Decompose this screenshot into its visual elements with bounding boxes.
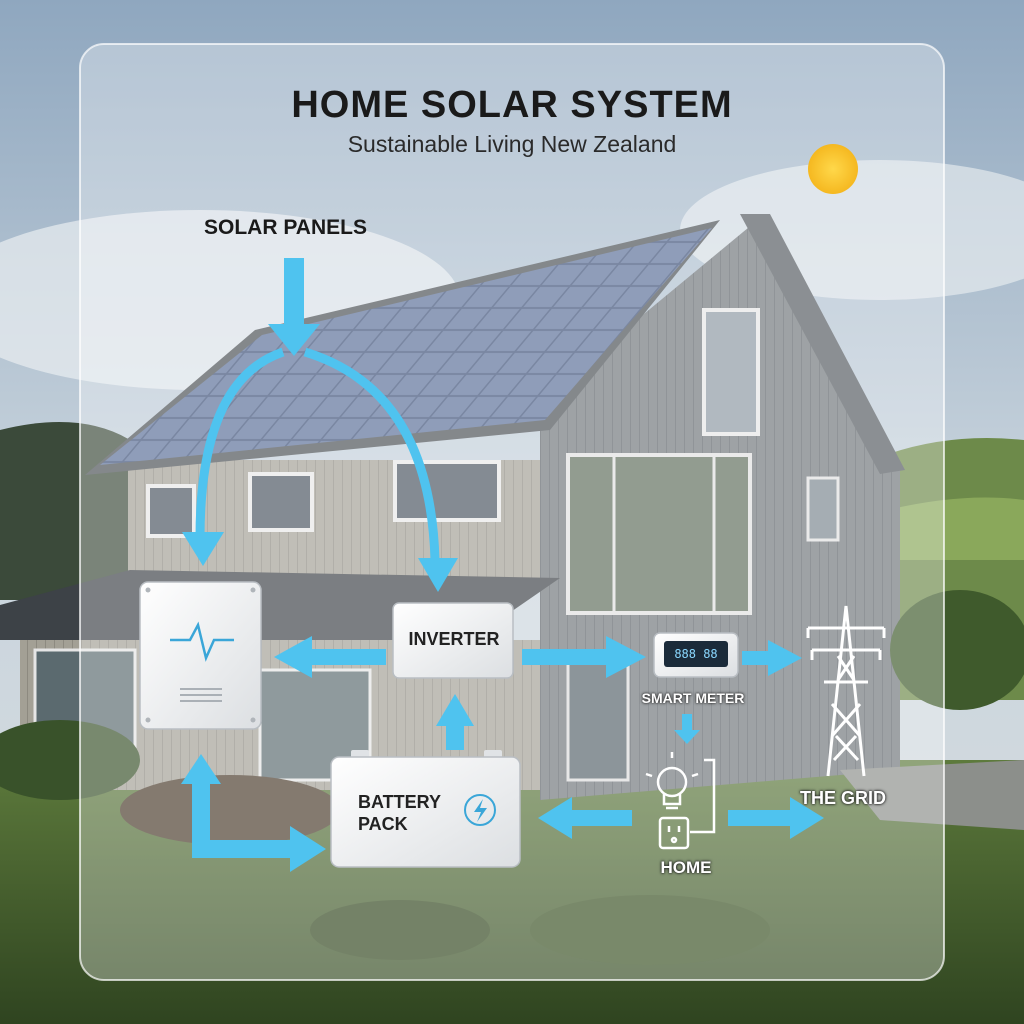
arrow-meter-to-grid — [742, 640, 802, 676]
arrow-battery-to-inverter — [436, 694, 474, 750]
arrow-controller-battery — [181, 754, 326, 872]
arrow-panels-to-inverter — [303, 347, 440, 561]
battery-label-line1: BATTERY — [358, 792, 441, 812]
smart-meter-label: SMART METER — [641, 690, 745, 706]
lightning-icon — [474, 799, 487, 822]
charge-controller — [139, 581, 262, 730]
battery-label-line2: PACK — [358, 814, 408, 834]
lightning-icon-ring — [464, 794, 496, 826]
arrow-home-to-battery — [538, 797, 632, 839]
pylon-icon — [806, 605, 886, 777]
battery-pack — [330, 750, 521, 868]
arrow-inverter-to-meter — [522, 636, 646, 678]
inverter-box — [392, 602, 514, 679]
arrow-panels-to-controller — [195, 347, 285, 539]
arrow-meter-to-home — [674, 714, 700, 744]
grid-label: THE GRID — [800, 788, 887, 808]
arrow-panels-down — [268, 258, 320, 356]
solar-panels-label: SOLAR PANELS — [204, 216, 367, 239]
lightbulb-icon — [645, 752, 699, 810]
page-subtitle: Sustainable Living New Zealand — [347, 131, 677, 157]
home-label: HOME — [660, 858, 712, 877]
home-icon — [645, 752, 716, 850]
energy-flow-arrows — [181, 258, 824, 872]
page-title: HOME SOLAR SYSTEM — [291, 84, 733, 126]
power-outlet-icon — [658, 816, 690, 850]
arrow-inverter-to-controller — [274, 636, 386, 678]
meter-readout: 888 88 — [674, 647, 718, 661]
smart-meter — [653, 632, 739, 678]
sun-icon — [808, 144, 858, 194]
waveform-icon — [170, 621, 234, 662]
inverter-label: INVERTER — [408, 629, 500, 649]
arrow-home-to-grid — [728, 797, 824, 839]
